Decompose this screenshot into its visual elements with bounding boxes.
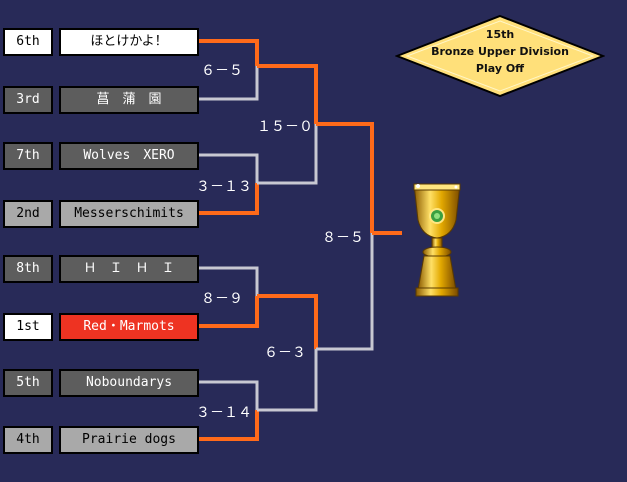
rank-label: 8th xyxy=(3,255,53,283)
bracket-r2-m2 xyxy=(257,294,318,412)
trophy-icon xyxy=(413,183,461,297)
score-r2-m2: ６－３ xyxy=(264,345,306,361)
team-name: 菖 蒲 園 xyxy=(59,86,199,114)
bracket-r2-m1 xyxy=(257,64,318,185)
bracket-r1-m3 xyxy=(199,266,259,328)
bracket-r1-m4 xyxy=(199,380,259,441)
team-name: Noboundarys xyxy=(59,369,199,397)
rank-label: 4th xyxy=(3,426,53,454)
score-r1-m1: ６－５ xyxy=(201,63,243,79)
bracket-final xyxy=(316,122,402,351)
title-division: Bronze Upper Division xyxy=(431,45,569,58)
title-badge: 15th Bronze Upper Division Play Off xyxy=(394,14,606,102)
score-r2-m1: １５－０ xyxy=(257,119,313,135)
rank-label: 6th xyxy=(3,28,53,56)
title-event: Play Off xyxy=(475,62,525,75)
team-name: Wolves XERO xyxy=(59,142,199,170)
title-badge-shape xyxy=(394,14,606,98)
title-edition: 15th xyxy=(485,28,515,41)
team-name: Prairie dogs xyxy=(59,426,199,454)
team-name: Red・Marmots xyxy=(59,313,199,341)
team-name: Messerschimits xyxy=(59,200,199,228)
rank-label: 5th xyxy=(3,369,53,397)
bracket-r1-m1 xyxy=(199,39,259,101)
rank-label: 7th xyxy=(3,142,53,170)
rank-label: 3rd xyxy=(3,86,53,114)
score-r1-m2: ３－１３ xyxy=(196,179,252,195)
team-name: Ｈ Ｉ Ｈ Ｉ xyxy=(59,255,199,283)
team-name: ほとけかよ！ xyxy=(59,28,199,56)
bracket-r1-m2 xyxy=(199,153,259,215)
rank-label: 1st xyxy=(3,313,53,341)
score-r1-m3: ８－９ xyxy=(201,291,243,307)
score-final: ８－５ xyxy=(322,230,364,246)
rank-label: 2nd xyxy=(3,200,53,228)
score-r1-m4: ３－１４ xyxy=(196,405,252,421)
